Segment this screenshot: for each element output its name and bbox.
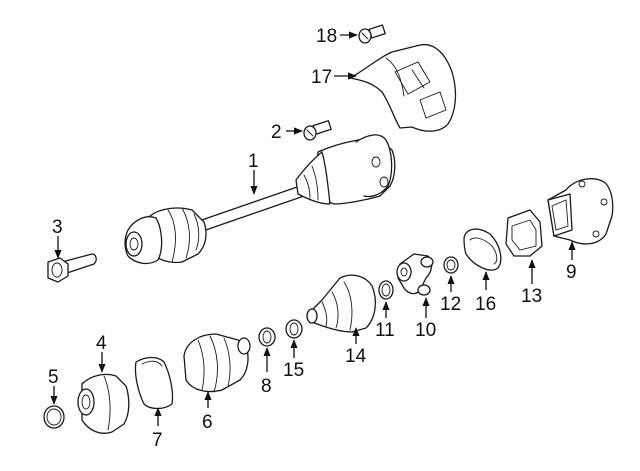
callout-10: 10 [415, 320, 436, 341]
part-2-bolt [303, 120, 332, 141]
part-12-ring [443, 256, 459, 274]
part-1-axle-shaft [124, 134, 396, 265]
part-5-ring [43, 405, 65, 429]
part-14-boot [306, 274, 377, 333]
callout-11: 11 [375, 320, 395, 341]
part-17-heat-shield [349, 43, 457, 132]
part-8-clamp [258, 327, 276, 347]
callout-9: 9 [566, 262, 577, 283]
leader-lines [50, 31, 576, 426]
callout-14: 14 [345, 346, 367, 367]
callout-4: 4 [96, 333, 107, 354]
part-11-ring [378, 280, 394, 300]
part-4-outer-joint [77, 373, 130, 434]
callout-17: 17 [311, 67, 332, 88]
callout-labels: 18 17 2 1 3 4 5 6 7 8 9 10 11 12 13 14 1… [48, 26, 577, 451]
part-16-seal [463, 228, 502, 271]
callout-6: 6 [202, 412, 213, 433]
callout-1: 1 [248, 151, 259, 172]
callout-13: 13 [521, 286, 542, 307]
callout-5: 5 [48, 367, 59, 388]
callout-15: 15 [283, 360, 304, 381]
part-6-boot [183, 333, 251, 393]
part-3-bolt [47, 253, 97, 283]
callout-8: 8 [261, 376, 272, 397]
callout-12: 12 [440, 294, 461, 315]
callout-16: 16 [475, 294, 496, 315]
callout-2: 2 [271, 122, 282, 143]
part-10-tripod [396, 253, 434, 296]
part-13-cage [505, 209, 543, 257]
callout-7: 7 [152, 430, 163, 451]
part-18-bolt [358, 24, 386, 44]
callout-18: 18 [316, 26, 337, 47]
part-9-joint-housing [547, 178, 614, 245]
part-15-clamp [285, 319, 303, 339]
part-7-band [134, 356, 174, 410]
callout-3: 3 [52, 217, 63, 238]
